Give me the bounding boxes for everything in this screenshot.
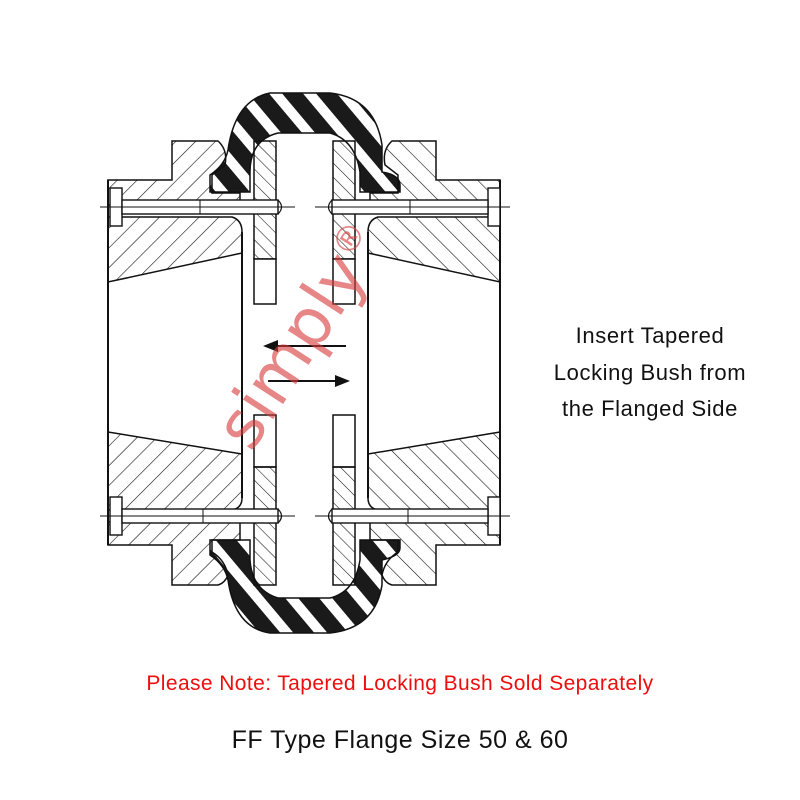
- insert-instruction-line-3: the Flanged Side: [562, 396, 738, 421]
- diagram-title: FF Type Flange Size 50 & 60: [231, 726, 569, 754]
- bolts: [100, 187, 510, 536]
- direction-arrows: [263, 340, 350, 387]
- insert-instruction: Insert Tapered Locking Bush from the Fla…: [522, 318, 778, 428]
- tyre-top: [209, 92, 401, 193]
- left-flange-hub: [107, 140, 243, 586]
- sold-separately-note: Please Note: Tapered Locking Bush Sold S…: [146, 672, 654, 695]
- tyre-bottom: [209, 539, 401, 634]
- right-flange-hub: [367, 140, 501, 586]
- insert-instruction-line-2: Locking Bush from: [553, 359, 747, 385]
- insert-instruction-line-1: Insert Tapered: [575, 323, 725, 348]
